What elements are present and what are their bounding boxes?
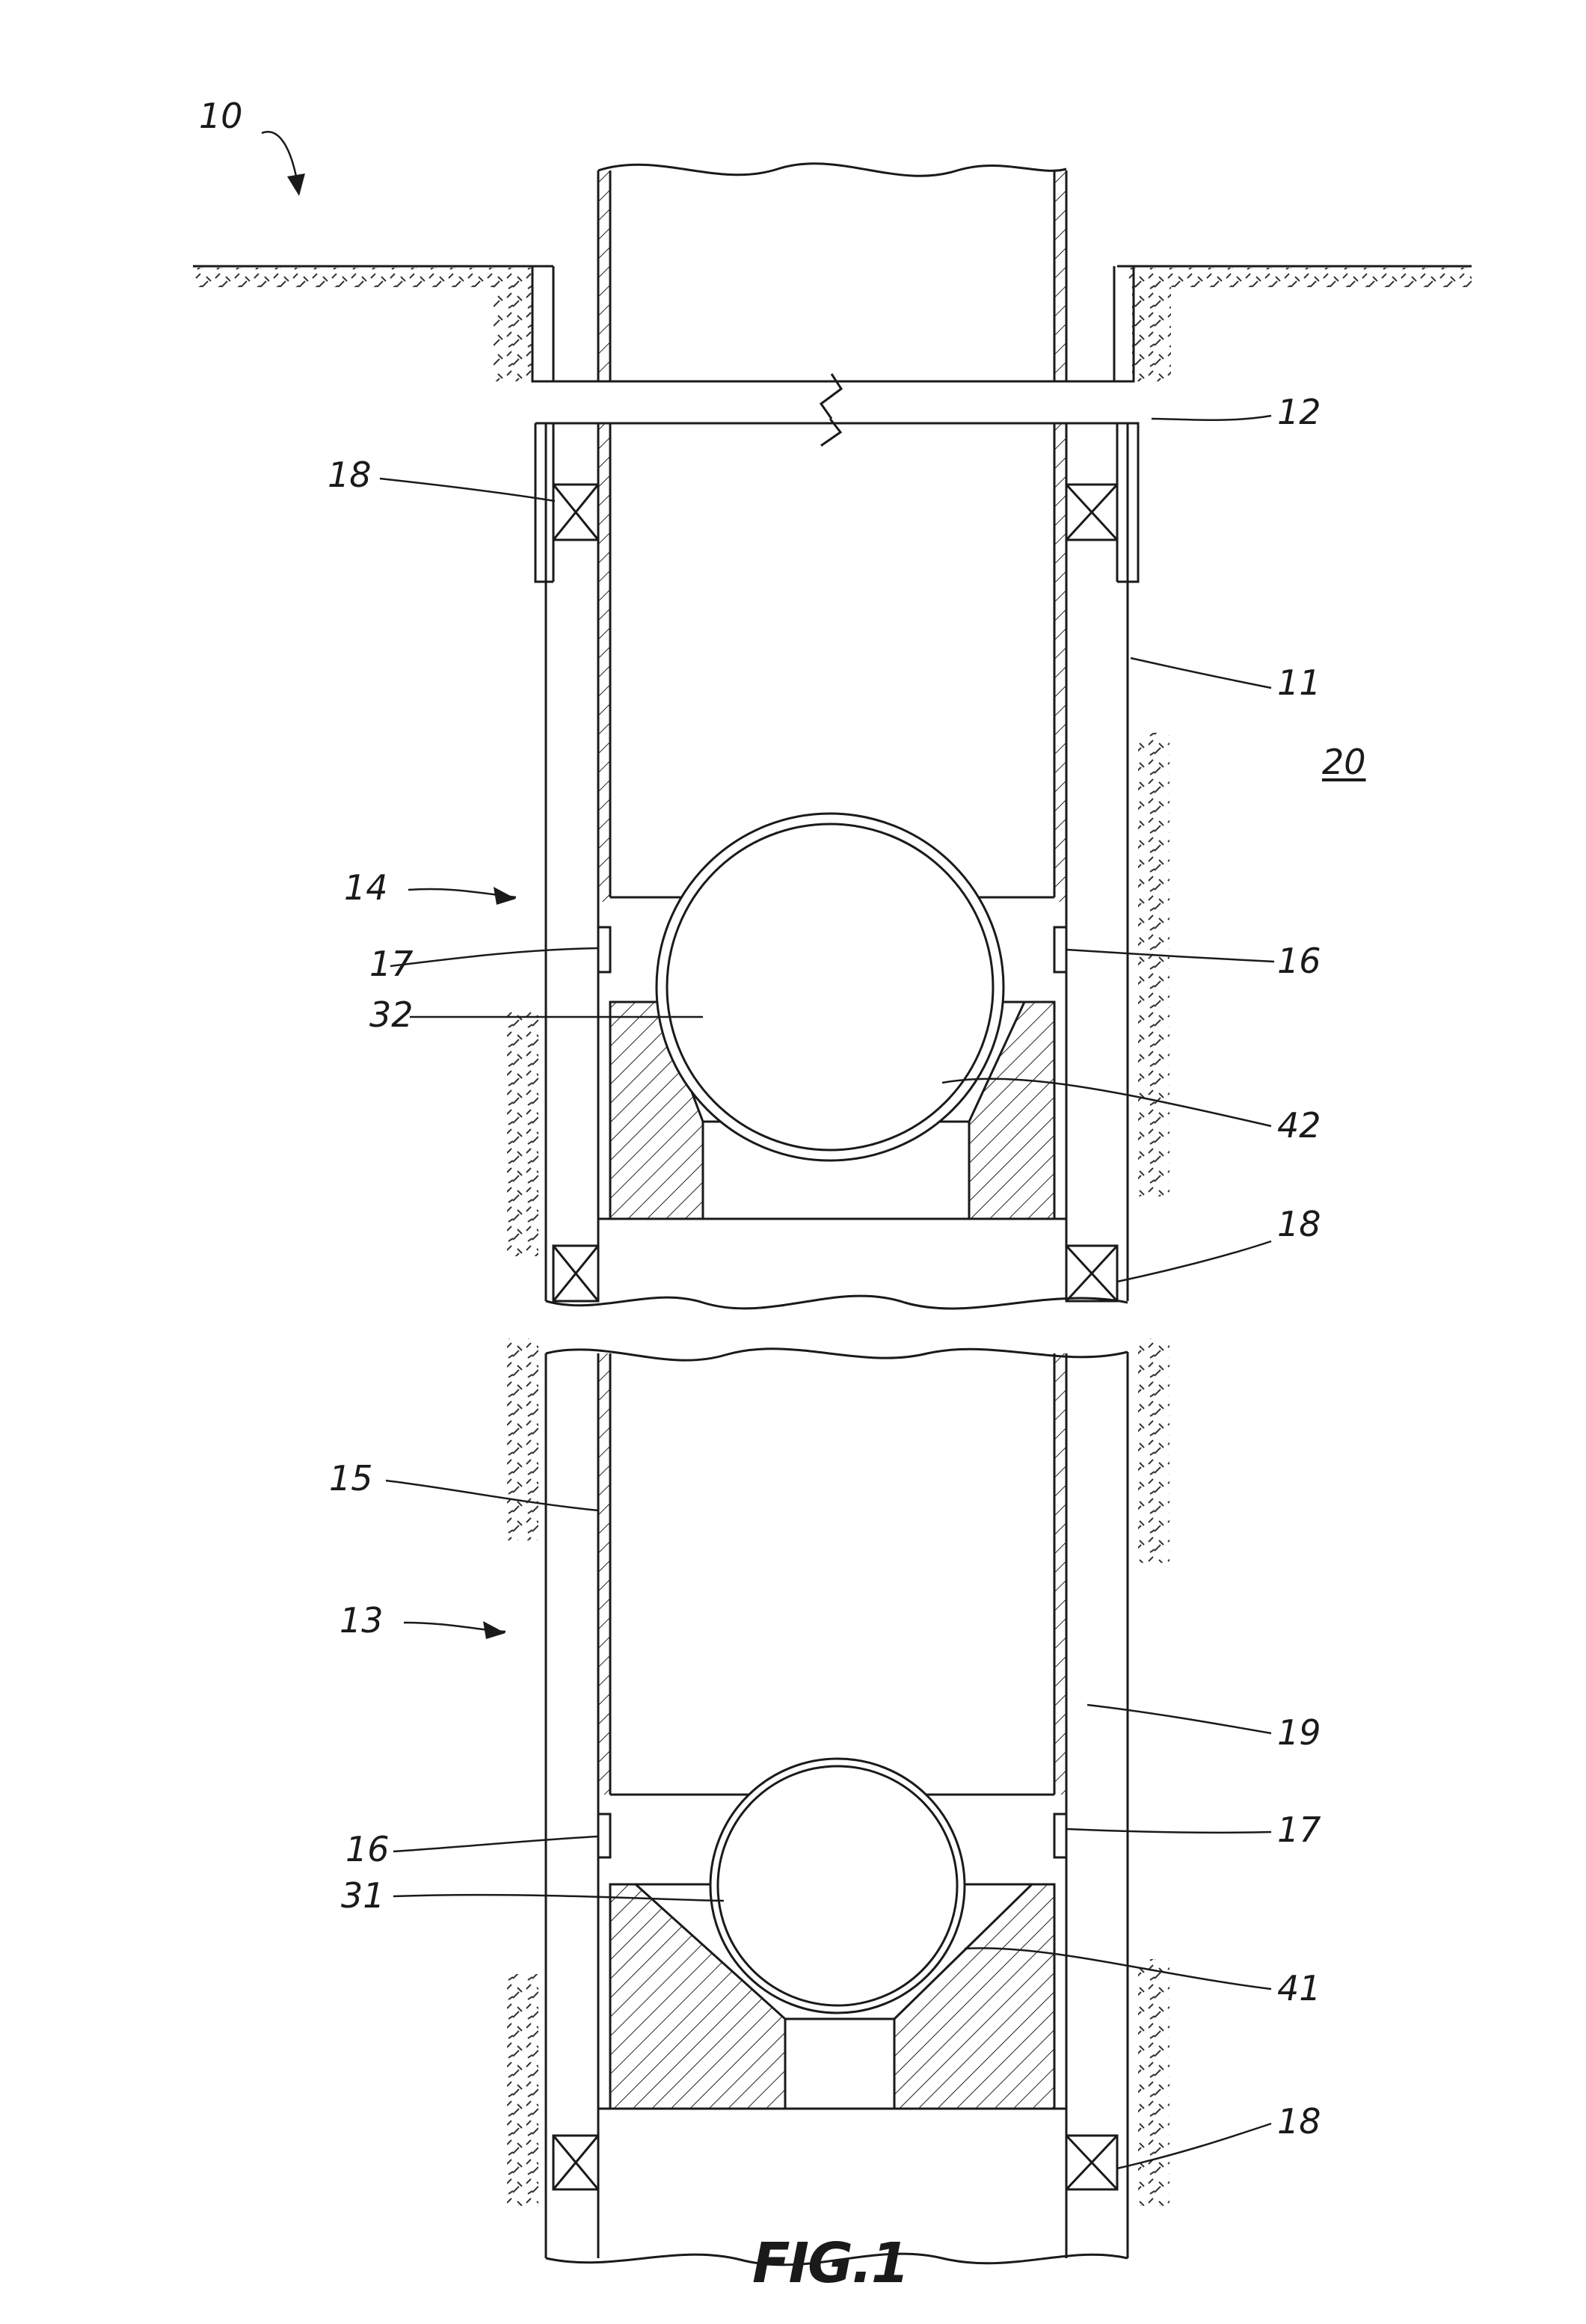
label-10: 10: [199, 99, 243, 133]
label-11: 11: [1277, 665, 1321, 700]
label-32: 32: [369, 997, 414, 1032]
label-42: 42: [1277, 1108, 1321, 1143]
packer-18-upper: [553, 485, 1117, 540]
label-16-upper: 16: [1277, 944, 1321, 978]
label-20: 20: [1322, 745, 1366, 779]
label-16-lower: 16: [345, 1832, 390, 1866]
label-31: 31: [341, 1878, 385, 1913]
label-17-upper: 17: [369, 947, 414, 981]
ball-32: [657, 814, 1003, 1161]
leader-arrowheads: [287, 173, 516, 1639]
break-symbol: [821, 374, 841, 446]
production-tubing-top: [598, 164, 1066, 381]
label-14: 14: [344, 870, 388, 905]
label-13: 13: [339, 1603, 384, 1638]
label-18-upper: 18: [328, 458, 372, 492]
packer-18-lower: [553, 2136, 1117, 2189]
label-18-lower: 18: [1277, 2104, 1321, 2139]
label-18-middle: 18: [1277, 1207, 1321, 1241]
ball-31: [710, 1759, 965, 2013]
label-12: 12: [1277, 395, 1321, 429]
label-15: 15: [329, 1461, 373, 1495]
ground-surface: [193, 266, 1472, 381]
label-17-lower: 17: [1277, 1813, 1321, 1847]
label-41: 41: [1277, 1971, 1321, 2005]
figure-caption: FIG.1: [752, 2236, 908, 2291]
surface-casing-upper: [532, 266, 1134, 381]
packer-18-middle: [553, 1246, 1117, 1301]
label-19: 19: [1277, 1715, 1321, 1750]
surface-casing-12: [535, 423, 1138, 582]
